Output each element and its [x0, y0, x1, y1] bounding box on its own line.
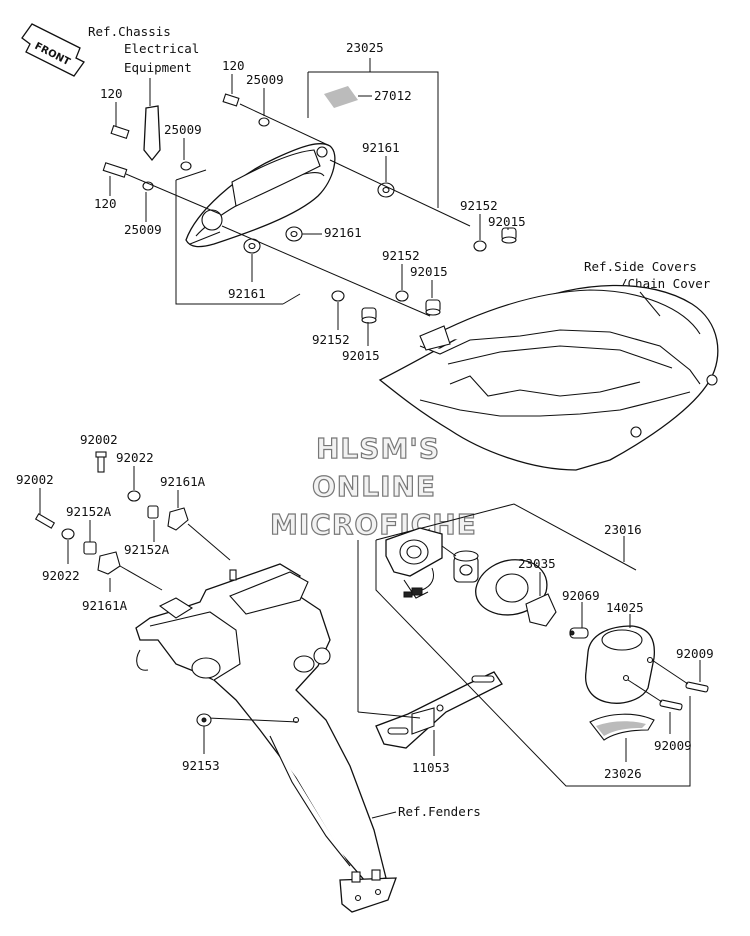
rear-fender-bracket-part [135, 563, 397, 913]
label-92009-a: 92009 [676, 646, 714, 661]
label-11053: 11053 [412, 760, 450, 775]
screw-92009-icon [659, 699, 683, 711]
watermark-line3: MICROFICHE [270, 508, 477, 541]
lamp-socket-part [453, 550, 479, 583]
label-25009-c: 25009 [124, 222, 162, 237]
bolt-92002-icon [34, 513, 56, 529]
label-27012: 27012 [374, 88, 412, 103]
label-92015-a: 92015 [488, 214, 526, 229]
grommet-92161-icon [243, 238, 261, 254]
label-23026: 23026 [604, 766, 642, 781]
collar-92152A-icon [147, 505, 159, 519]
label-92152A-a: 92152A [66, 504, 112, 519]
license-bracket-11053-part [375, 671, 503, 749]
watermark-line2: ONLINE [312, 470, 436, 503]
side-cover-part [378, 284, 719, 471]
label-92015-c: 92015 [342, 348, 380, 363]
collar-92015-icon [361, 307, 377, 324]
ref-chassis-line2: Electrical [124, 41, 199, 56]
label-92009-b: 92009 [654, 738, 692, 753]
washer-92022-icon [61, 528, 75, 540]
label-120-c: 120 [94, 196, 117, 211]
label-92022-b: 92022 [42, 568, 80, 583]
label-92152-b: 92152 [382, 248, 420, 263]
label-120-b: 120 [100, 86, 123, 101]
label-25009-b: 25009 [164, 122, 202, 137]
label-25009-a: 25009 [246, 72, 284, 87]
collar-92152A-icon [83, 541, 97, 555]
collar-92015-icon [425, 299, 441, 316]
label-14025: 14025 [606, 600, 644, 615]
label-23025: 23025 [346, 40, 384, 55]
side-reflector-part [185, 143, 336, 248]
ref-chassis-line1: Ref.Chassis [88, 24, 171, 39]
grommet-92161A-icon [167, 507, 189, 531]
collar-92152-icon [473, 240, 487, 252]
label-92015-b: 92015 [410, 264, 448, 279]
watermark-line1: HLSM'S [316, 432, 440, 465]
bulb-92069-icon [569, 627, 589, 639]
label-92161-c: 92161 [228, 286, 266, 301]
collar-92152-icon [395, 290, 409, 302]
wiring-connector-icon [403, 567, 435, 598]
label-23035: 23035 [518, 556, 556, 571]
grommet-92161A-icon [97, 551, 121, 575]
bolt-92002-icon [95, 451, 107, 473]
label-92152-a: 92152 [460, 198, 498, 213]
front-arrow-icon: FRONT [21, 23, 85, 77]
chassis-bracket [143, 105, 161, 162]
screw-92009-icon [685, 681, 709, 693]
collar-92152-icon [331, 290, 345, 302]
lens-23035-part [525, 593, 557, 627]
grommet-92161-icon [377, 182, 395, 198]
label-92152A-b: 92152A [124, 542, 170, 557]
grommet-92161-icon [285, 226, 303, 242]
washer-25009-icon [180, 161, 192, 171]
label-92152-c: 92152 [312, 332, 350, 347]
collar-92015-icon [501, 227, 517, 244]
label-92153: 92153 [182, 758, 220, 773]
label-92161-b: 92161 [324, 225, 362, 240]
lens-23026-part [589, 713, 655, 741]
label-sticker-27012 [324, 86, 358, 108]
ref-chassis-line3: Equipment [124, 60, 192, 75]
washer-92022-icon [127, 490, 141, 502]
label-92161A-b: 92161A [82, 598, 128, 613]
ref-side-covers-line1: Ref.Side Covers [584, 259, 697, 274]
label-23016: 23016 [604, 522, 642, 537]
label-92022-a: 92022 [116, 450, 154, 465]
label-92002-b: 92002 [16, 472, 54, 487]
ref-fenders: Ref.Fenders [398, 804, 481, 819]
bolt-92153-icon [196, 713, 212, 727]
bolt-120-icon [110, 125, 130, 139]
bolt-120-icon [222, 93, 240, 107]
label-92161A-a: 92161A [160, 474, 206, 489]
label-92161-a: 92161 [362, 140, 400, 155]
label-92002-a: 92002 [80, 432, 118, 447]
lens-ring-part [475, 559, 548, 616]
bracket-23025 [175, 58, 439, 305]
label-92069: 92069 [562, 588, 600, 603]
lamp-cover-14025-part [584, 625, 656, 704]
washer-25009-icon [258, 117, 270, 127]
label-120-a: 120 [222, 58, 245, 73]
bolt-120-icon [102, 162, 128, 178]
